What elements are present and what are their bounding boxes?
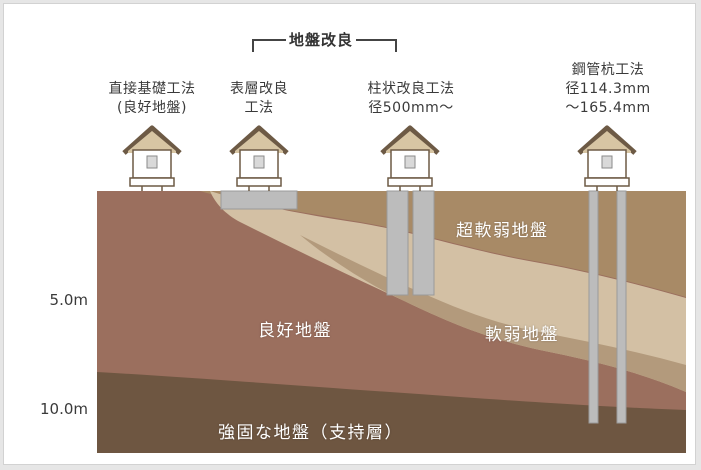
method-column-line1: 柱状改良工法 — [367, 81, 455, 97]
soft-ground-label: 軟弱地盤 — [485, 325, 559, 345]
method-label-surface: 表層改良 工法 — [214, 80, 304, 118]
method-steel-line2: 径114.3mm — [565, 81, 651, 97]
method-direct-line1: 直接基礎工法 — [108, 81, 196, 97]
house-direct-foundation — [122, 125, 182, 191]
method-label-steel-pile: 鋼管杭工法 径114.3mm ～165.4mm — [553, 61, 663, 118]
depth-label-10m: 10.0m — [39, 400, 88, 418]
super-soft-ground-label: 超軟弱地盤 — [456, 221, 549, 241]
house-column-improvement — [380, 125, 440, 191]
method-direct-line2: (良好地盤) — [117, 100, 187, 116]
steel-pile-left — [588, 190, 599, 424]
method-steel-line3: ～165.4mm — [565, 100, 651, 116]
steel-pile-right — [616, 190, 627, 424]
column-pillar-left — [386, 190, 409, 296]
method-surface-line2: 工法 — [244, 100, 274, 116]
method-column-line2: 径500mm～ — [368, 100, 454, 116]
bearing-layer — [97, 372, 686, 453]
method-steel-line1: 鋼管杭工法 — [571, 62, 645, 78]
method-surface-line1: 表層改良 — [230, 81, 288, 97]
bearing-layer-label: 強固な地盤（支持層） — [218, 423, 403, 443]
surface-improvement-slab — [220, 190, 298, 210]
method-label-direct: 直接基礎工法 (良好地盤) — [82, 80, 222, 118]
good-ground-label: 良好地盤 — [258, 321, 332, 341]
depth-label-5m: 5.0m — [49, 291, 88, 309]
house-steel-pile — [577, 125, 637, 191]
group-title: 地盤改良 — [286, 29, 357, 50]
super-soft-ground-layer — [200, 191, 686, 297]
house-surface-improvement — [229, 125, 289, 191]
column-pillar-right — [412, 190, 435, 296]
method-label-column: 柱状改良工法 径500mm～ — [346, 80, 476, 118]
